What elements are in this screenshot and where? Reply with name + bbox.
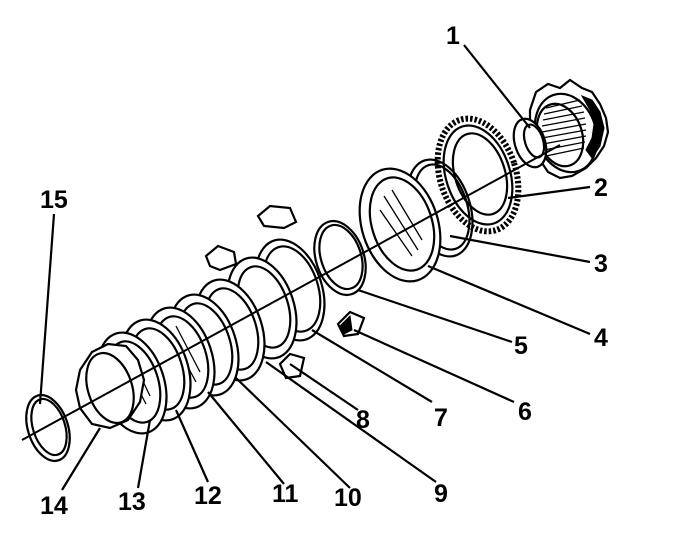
part-5-thin-ring xyxy=(313,220,367,296)
callout-15: 15 xyxy=(40,186,68,214)
callout-3: 3 xyxy=(594,250,608,278)
callout-5: 5 xyxy=(514,332,528,360)
callout-8: 8 xyxy=(356,406,370,434)
leader-lines xyxy=(38,44,591,491)
part-4-pressure-plate xyxy=(358,167,442,283)
part-15-retaining-ring xyxy=(25,393,71,463)
callout-10: 10 xyxy=(334,484,362,512)
callout-14: 14 xyxy=(40,492,68,520)
upper-tab-piece xyxy=(204,204,298,272)
part-6-spring-block xyxy=(336,310,366,338)
assembly-axis-line xyxy=(21,144,561,441)
callout-labels: 1 2 3 4 5 6 7 8 9 10 11 12 13 14 15 xyxy=(40,22,608,520)
callout-12: 12 xyxy=(194,482,222,510)
callout-11: 11 xyxy=(272,480,299,508)
callout-7: 7 xyxy=(434,404,448,432)
callout-13: 13 xyxy=(118,488,146,516)
callout-4: 4 xyxy=(594,324,608,352)
part-2-ring-gear xyxy=(434,115,522,235)
callout-9: 9 xyxy=(434,480,448,508)
callout-6: 6 xyxy=(518,398,532,426)
clutch-hub-drum xyxy=(528,78,610,180)
callout-1: 1 xyxy=(446,22,460,50)
callout-2: 2 xyxy=(594,174,608,202)
